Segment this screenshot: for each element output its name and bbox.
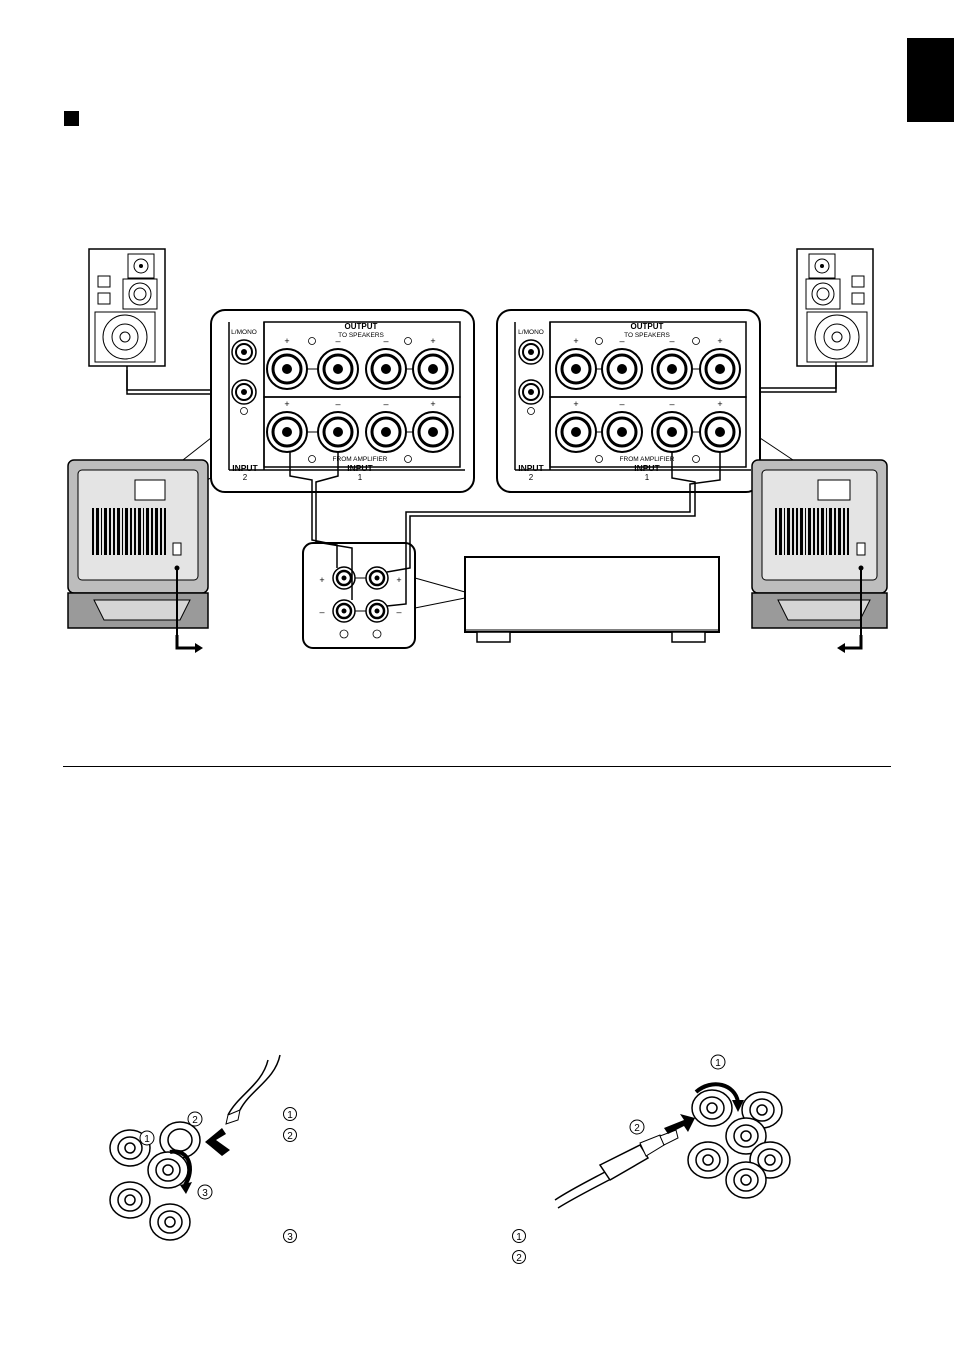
section-bullet-icon xyxy=(64,111,79,126)
subwoofer-right xyxy=(751,459,888,653)
minus-label: – xyxy=(335,399,340,409)
terminal-panel-right: OUTPUT TO SPEAKERS L/MONO + – – + + – – … xyxy=(496,309,761,493)
step-marker-2: 2 xyxy=(634,1123,640,1134)
subwoofer-left xyxy=(67,459,209,653)
input2-number: 2 xyxy=(243,473,248,482)
speaker-right xyxy=(796,248,874,367)
plus-label: + xyxy=(573,336,578,346)
amplifier-terminals: + + – – xyxy=(302,542,466,649)
step-1-marker: 1 xyxy=(516,1232,522,1243)
plus-label: + xyxy=(396,575,401,585)
plus-label: + xyxy=(717,336,722,346)
step-2-marker: 2 xyxy=(287,1131,293,1142)
step-marker-1: 1 xyxy=(144,1134,150,1145)
input1-label: INPUT xyxy=(347,463,373,473)
step-marker-1: 1 xyxy=(715,1058,721,1069)
input2-number: 2 xyxy=(529,473,534,482)
minus-label: – xyxy=(396,607,401,617)
binding-post-figure-left: 2 1 3 xyxy=(109,1054,281,1241)
minus-label: – xyxy=(669,399,674,409)
minus-label: – xyxy=(383,399,388,409)
output-label: OUTPUT xyxy=(631,322,664,331)
amplifier xyxy=(464,556,720,643)
to-speakers-label: TO SPEAKERS xyxy=(338,332,384,339)
output-label: OUTPUT xyxy=(345,322,378,331)
section-tab xyxy=(907,38,954,122)
plus-label: + xyxy=(430,336,435,346)
section-divider xyxy=(63,766,891,767)
plus-label: + xyxy=(284,336,289,346)
from-amplifier-label: FROM AMPLIFIER xyxy=(333,456,388,463)
plus-label: + xyxy=(717,399,722,409)
from-amplifier-label: FROM AMPLIFIER xyxy=(620,456,675,463)
input2-label: INPUT xyxy=(518,463,544,473)
step-marker-3: 3 xyxy=(202,1188,208,1199)
input1-number: 1 xyxy=(645,473,650,482)
input1-label: INPUT xyxy=(634,463,660,473)
input1-number: 1 xyxy=(358,473,363,482)
mono-label: L/MONO xyxy=(518,329,544,336)
terminal-panel-left: OUTPUT TO SPEAKERS L/MONO + – – + + – – … xyxy=(210,309,475,493)
to-speakers-label: TO SPEAKERS xyxy=(624,332,670,339)
step-1-marker: 1 xyxy=(287,1110,293,1121)
plus-label: + xyxy=(573,399,578,409)
step-3-marker: 3 xyxy=(287,1232,293,1243)
plus-label: + xyxy=(319,575,324,585)
plus-label: + xyxy=(284,399,289,409)
minus-label: – xyxy=(383,336,388,346)
minus-label: – xyxy=(335,336,340,346)
speaker-left xyxy=(88,248,166,367)
minus-label: – xyxy=(669,336,674,346)
mono-label: L/MONO xyxy=(231,329,257,336)
minus-label: – xyxy=(619,399,624,409)
minus-label: – xyxy=(619,336,624,346)
minus-label: – xyxy=(319,607,324,617)
input2-label: INPUT xyxy=(232,463,258,473)
step-2-marker: 2 xyxy=(516,1253,522,1264)
step-marker-2: 2 xyxy=(192,1115,198,1126)
plus-label: + xyxy=(430,399,435,409)
step-list-right: 1 2 xyxy=(512,1229,526,1264)
banana-plug-figure-right: 1 2 xyxy=(554,1054,791,1209)
step-list-left: 1 2 3 xyxy=(283,1107,297,1243)
